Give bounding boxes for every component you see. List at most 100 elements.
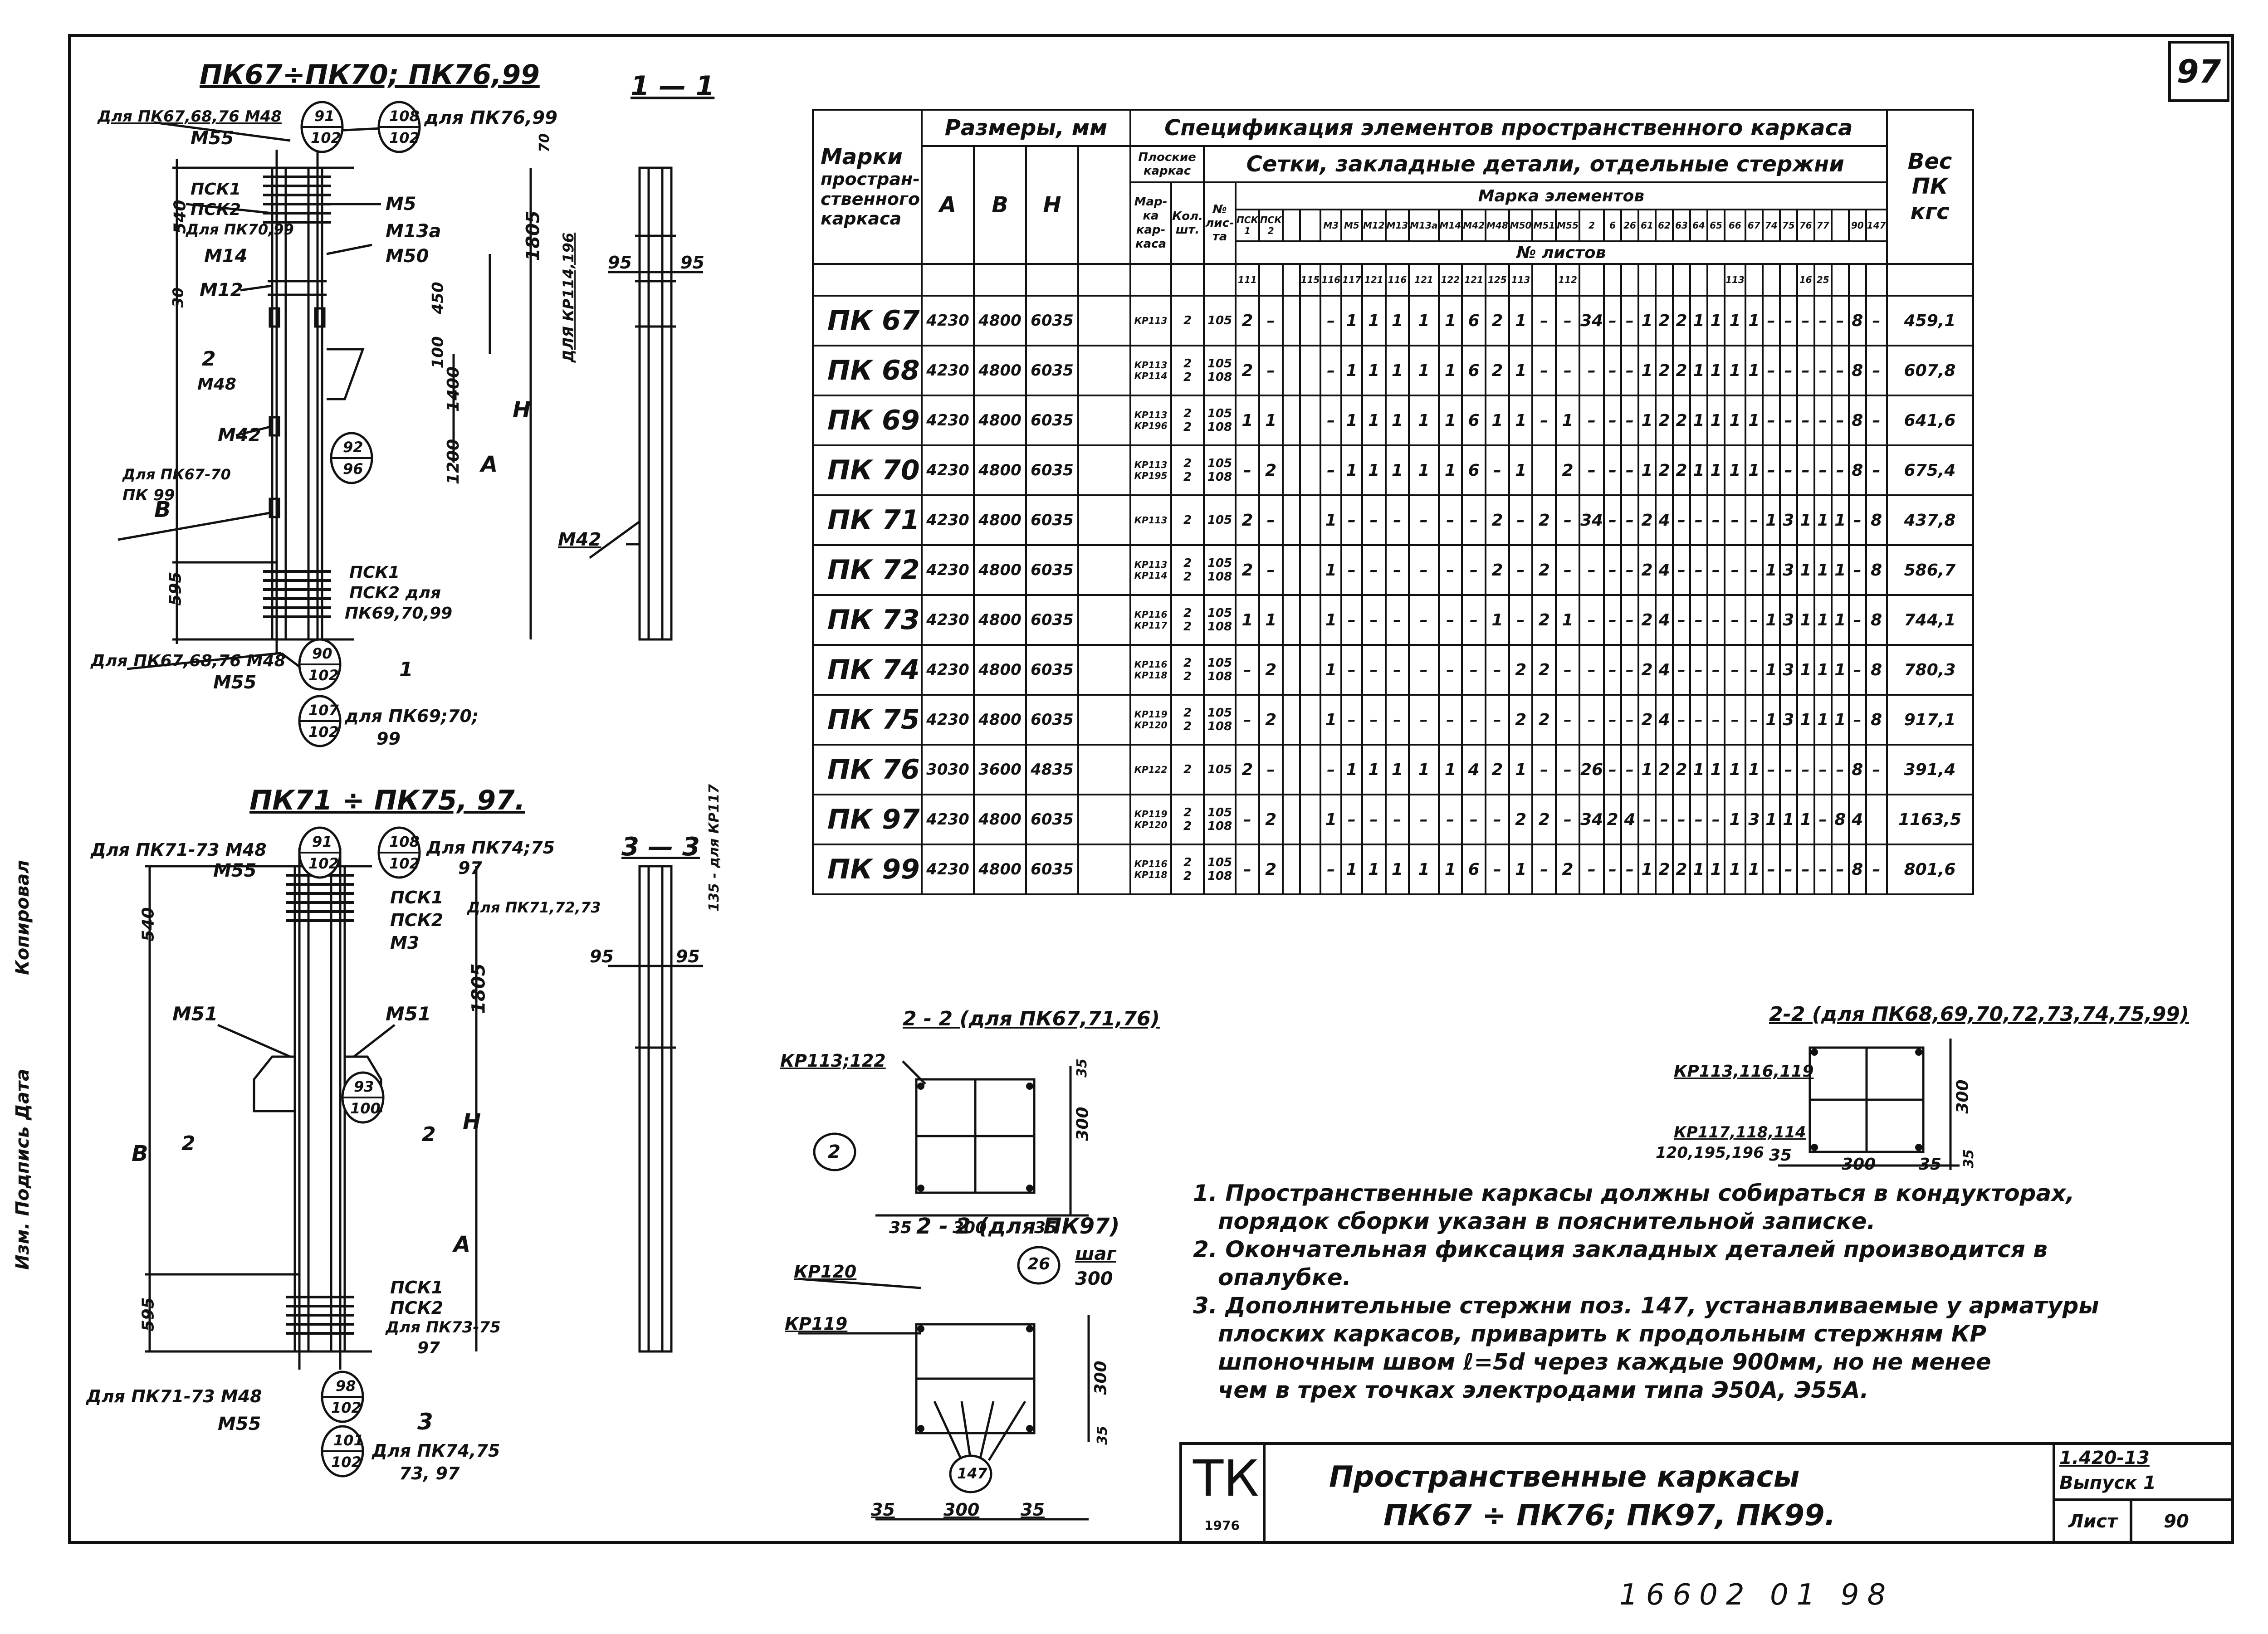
- row-sheet-line: 108: [1207, 620, 1232, 634]
- row-cell: –: [1830, 744, 1850, 795]
- label: М48: [197, 375, 236, 394]
- elem-mark: М55: [1555, 209, 1580, 242]
- col-no-line: та: [1212, 230, 1227, 244]
- label: М55: [213, 860, 257, 881]
- row-cell: –: [1655, 794, 1674, 845]
- row-b: 4800: [973, 444, 1027, 496]
- row-cell: –: [1384, 794, 1410, 845]
- elem-mark: 90: [1848, 209, 1867, 242]
- row-cell: 3: [1779, 694, 1798, 746]
- row-cell: –: [1258, 494, 1284, 546]
- row-cell: 1: [1340, 295, 1363, 346]
- row-cell: –: [1724, 644, 1746, 696]
- dim: 300: [1842, 1155, 1876, 1174]
- row-kr: КР113: [1129, 295, 1172, 346]
- row-cell: 2: [1672, 345, 1691, 396]
- row-cell: –: [1620, 694, 1640, 746]
- dim: Н: [513, 397, 531, 423]
- row-cell: –: [1531, 345, 1557, 396]
- row-kr: КР113: [1129, 494, 1172, 546]
- row-cell: 2: [1531, 494, 1557, 546]
- row-cell: –: [1724, 594, 1746, 646]
- dim: 300: [1073, 1107, 1092, 1141]
- row-cell: 2: [1603, 794, 1623, 845]
- row-cell: 2: [1637, 644, 1657, 696]
- row-cell: –: [1578, 694, 1605, 746]
- row-h: 6035: [1025, 694, 1079, 746]
- row-cell: –: [1603, 544, 1623, 596]
- col-flat: Плоские каркас: [1129, 145, 1205, 183]
- row-cell: –: [1830, 395, 1850, 446]
- row-cell: –: [1408, 594, 1440, 646]
- upper-title: ПК67÷ПК70; ПК76,99: [200, 59, 540, 91]
- row-a: 4230: [921, 345, 975, 396]
- row-sheet-line: 105: [1207, 856, 1232, 869]
- row-cell: –: [1340, 644, 1363, 696]
- dim: А: [481, 452, 498, 477]
- row-cell: 1: [1508, 345, 1534, 396]
- row-cell: 2: [1258, 444, 1284, 496]
- row-cell: 1: [1361, 744, 1387, 795]
- row-cell: 1: [1340, 444, 1363, 496]
- row-cell: 2: [1655, 744, 1674, 795]
- col-listov: № листов: [1235, 240, 1888, 265]
- sheet-ref: 121: [1461, 263, 1486, 297]
- label: ПСК1: [191, 180, 241, 199]
- row-cell: –: [1620, 844, 1640, 895]
- elem-mark: 61: [1637, 209, 1657, 242]
- row-kr-line: КР120: [1134, 819, 1168, 830]
- sheet-ref: 16: [1796, 263, 1815, 297]
- row-sheet-line: 105: [1207, 606, 1232, 620]
- ball-num: 107: [308, 702, 339, 719]
- row-cell: 1: [1320, 694, 1343, 746]
- row-cell: –: [1508, 544, 1534, 596]
- row-sheet-line: 108: [1207, 570, 1232, 584]
- row-cell: 8: [1865, 494, 1888, 546]
- label: 99: [376, 729, 401, 749]
- label: 2: [181, 1132, 196, 1155]
- row-cell: –: [1706, 694, 1726, 746]
- row-cell: –: [1865, 744, 1888, 795]
- row-cell: –: [1555, 794, 1580, 845]
- elem-mark: М48: [1485, 209, 1510, 242]
- ball-num: 98: [336, 1377, 356, 1395]
- sheet-ref: 115: [1299, 263, 1322, 297]
- row-cell: 1: [1384, 844, 1410, 895]
- row-cell: 2: [1531, 544, 1557, 596]
- row-cell: 1: [1320, 544, 1343, 596]
- row-cell: 1: [1689, 844, 1709, 895]
- row-cell: –: [1830, 345, 1850, 396]
- label: М14: [204, 246, 248, 267]
- sheet-ref: [1531, 263, 1557, 297]
- row-cell: 1: [1761, 494, 1781, 546]
- label: Для ПК71-73 М48: [91, 840, 267, 860]
- label: Для ПК74;75: [426, 838, 555, 858]
- ball-num: 101: [333, 1432, 364, 1449]
- label: М42: [558, 529, 601, 550]
- null: [1077, 744, 1131, 795]
- row-cell: –: [1340, 594, 1363, 646]
- row-cell: 2: [1655, 345, 1674, 396]
- row-cell: –: [1706, 594, 1726, 646]
- row-cell: 2: [1235, 295, 1260, 346]
- sheet-ref: 111: [1235, 263, 1260, 297]
- row-cell: –: [1865, 444, 1888, 496]
- row-kr: КР122: [1129, 744, 1172, 795]
- row-cell: –: [1461, 694, 1486, 746]
- null: [1077, 494, 1131, 546]
- row-cell: –: [1603, 444, 1623, 496]
- row-cell: 34: [1578, 494, 1605, 546]
- row-sheet-line: 105: [1207, 357, 1232, 371]
- row-cell: [1281, 844, 1301, 895]
- ball-num: 96: [343, 460, 363, 478]
- logo-box: [1179, 1442, 1266, 1544]
- row-b: 4800: [973, 494, 1027, 546]
